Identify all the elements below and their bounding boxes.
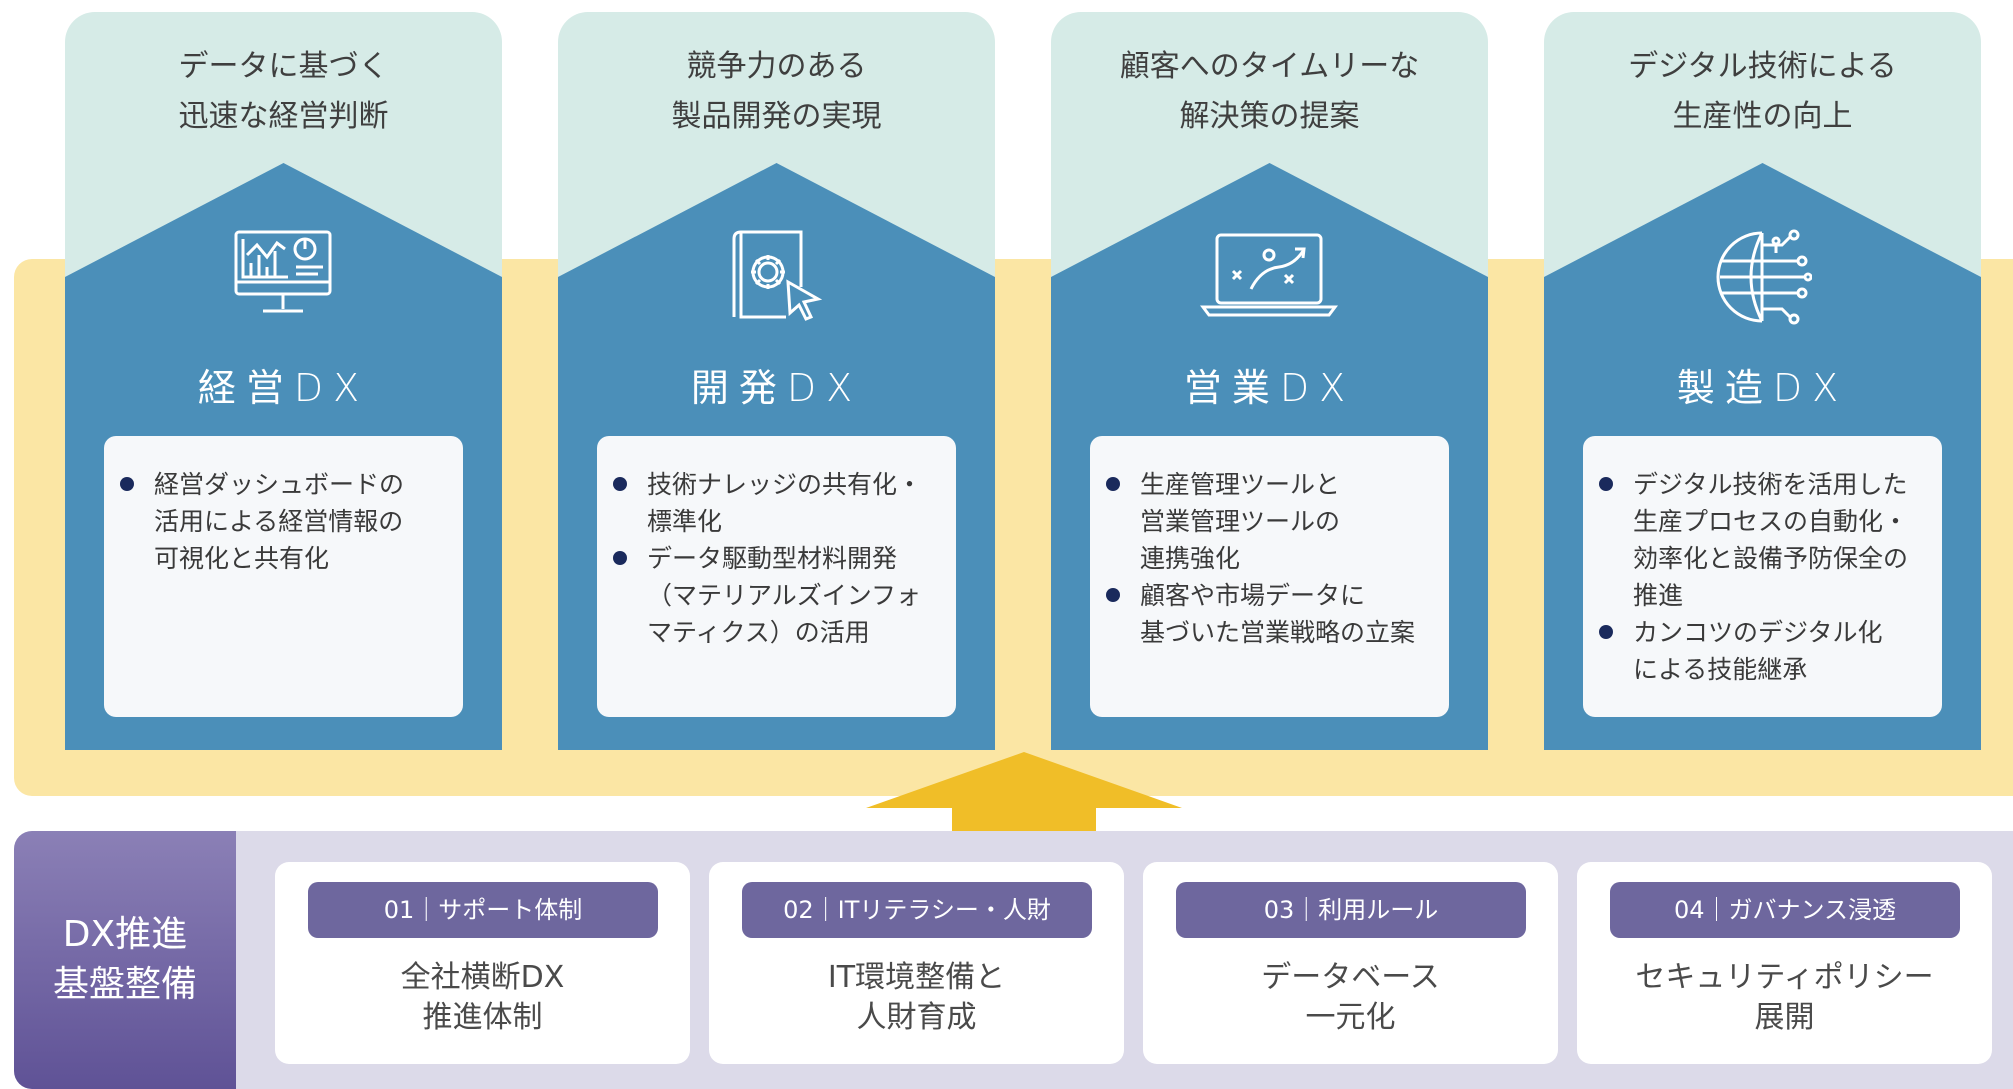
pillar-goal-text: 顧客へのタイムリーな 解決策の提案 bbox=[1119, 49, 1420, 134]
pillar-title: 経営DX bbox=[197, 366, 370, 410]
foundation-card-usage-rules: 03｜利用ルール データベース 一元化 bbox=[1143, 862, 1558, 1064]
bullet-dot bbox=[120, 477, 134, 491]
pillar-initiatives-card: 経営ダッシュボードの 活用による経営情報の 可視化と共有化 bbox=[104, 436, 463, 717]
initiative-item: データ駆動型材料開発 （マテリアルズインフォ マティクス）の活用 bbox=[611, 540, 946, 651]
initiative-item: 生産管理ツールと 営業管理ツールの 連携強化 bbox=[1104, 466, 1439, 577]
bullet-dot bbox=[1599, 477, 1613, 491]
pillar-goal-text: 競争力のある 製品開発の実現 bbox=[671, 49, 882, 134]
foundation-card-support: 01｜サポート体制 全社横断DX 推進体制 bbox=[275, 862, 690, 1064]
pillar-title: 開発DX bbox=[690, 366, 863, 410]
pillar-sales-dx: 顧客へのタイムリーな 解決策の提案 営業DX 生産管理ツールと 営業管理ツールの… bbox=[1051, 12, 1488, 750]
pillar-title: 製造DX bbox=[1676, 366, 1849, 410]
up-arrow-icon bbox=[866, 752, 1182, 832]
foundation-card-tag: 03｜利用ルール bbox=[1176, 882, 1526, 938]
bullet-dot bbox=[613, 477, 627, 491]
initiative-item: デジタル技術を活用した 生産プロセスの自動化・ 効率化と設備予防保全の 推進 bbox=[1597, 466, 1932, 614]
pillar-goal-text: データに基づく 迅速な経営判断 bbox=[178, 49, 389, 134]
pillar-management-dx: データに基づく 迅速な経営判断 経営DX 経営ダッシュボードの 活用による経営情… bbox=[65, 12, 502, 750]
initiative-text: 技術ナレッジの共有化・ 標準化 bbox=[647, 470, 923, 536]
foundation-card-text: データベース 一元化 bbox=[1261, 960, 1440, 1035]
foundation-card-tag: 02｜ITリテラシー・人財 bbox=[742, 882, 1092, 938]
foundation-label: DX推進 基盤整備 bbox=[14, 831, 236, 1089]
initiative-text: データ駆動型材料開発 （マテリアルズインフォ マティクス）の活用 bbox=[647, 544, 922, 647]
pillar-development-dx: 競争力のある 製品開発の実現 開発DX 技術ナレッジの共有化・ 標準化 データ駆… bbox=[558, 12, 995, 750]
pillar-manufacturing-dx: デジタル技術による 生産性の向上 製造DX デジタル技術を活用した 生産プロセス… bbox=[1544, 12, 1981, 750]
pillar-goal-text: デジタル技術による 生産性の向上 bbox=[1628, 49, 1897, 134]
foundation-card-governance: 04｜ガバナンス浸透 セキュリティポリシー 展開 bbox=[1577, 862, 1992, 1064]
initiative-text: 生産管理ツールと 営業管理ツールの 連携強化 bbox=[1140, 470, 1341, 573]
pillar-initiatives-card: 技術ナレッジの共有化・ 標準化 データ駆動型材料開発 （マテリアルズインフォ マ… bbox=[597, 436, 956, 717]
initiative-text: 経営ダッシュボードの 活用による経営情報の 可視化と共有化 bbox=[154, 470, 405, 573]
initiative-item: 経営ダッシュボードの 活用による経営情報の 可視化と共有化 bbox=[118, 466, 453, 577]
initiative-item: 技術ナレッジの共有化・ 標準化 bbox=[611, 466, 946, 540]
pillar-title: 営業DX bbox=[1183, 366, 1356, 410]
initiative-text: カンコツのデジタル化 による技能継承 bbox=[1633, 618, 1883, 684]
bullet-dot bbox=[1106, 477, 1120, 491]
foundation-card-it-literacy: 02｜ITリテラシー・人財 IT環境整備と 人財育成 bbox=[709, 862, 1124, 1064]
foundation-card-text: セキュリティポリシー 展開 bbox=[1635, 960, 1934, 1035]
strategy-laptop-icon bbox=[1200, 227, 1338, 327]
foundation-card-tag: 01｜サポート体制 bbox=[308, 882, 658, 938]
pillar-initiatives-card: デジタル技術を活用した 生産プロセスの自動化・ 効率化と設備予防保全の 推進 カ… bbox=[1583, 436, 1942, 717]
bullet-dot bbox=[613, 551, 627, 565]
foundation-card-text: IT環境整備と 人財育成 bbox=[827, 960, 1006, 1035]
foundation-card-tag: 04｜ガバナンス浸透 bbox=[1610, 882, 1960, 938]
initiative-text: 顧客や市場データに 基づいた営業戦略の立案 bbox=[1140, 581, 1416, 647]
foundation-card-text: 全社横断DX 推進体制 bbox=[400, 960, 565, 1035]
gear-document-cursor-icon bbox=[726, 227, 826, 327]
bullet-dot bbox=[1599, 625, 1613, 639]
digital-globe-icon bbox=[1712, 227, 1813, 327]
foundation-label-text: DX推進 基盤整備 bbox=[52, 914, 197, 1005]
initiative-text: デジタル技術を活用した 生産プロセスの自動化・ 効率化と設備予防保全の 推進 bbox=[1633, 470, 1909, 610]
initiative-item: 顧客や市場データに 基づいた営業戦略の立案 bbox=[1104, 577, 1439, 651]
pillar-initiatives-card: 生産管理ツールと 営業管理ツールの 連携強化 顧客や市場データに 基づいた営業戦… bbox=[1090, 436, 1449, 717]
bullet-dot bbox=[1106, 588, 1120, 602]
dashboard-monitor-icon bbox=[233, 227, 333, 327]
initiative-item: カンコツのデジタル化 による技能継承 bbox=[1597, 614, 1932, 688]
